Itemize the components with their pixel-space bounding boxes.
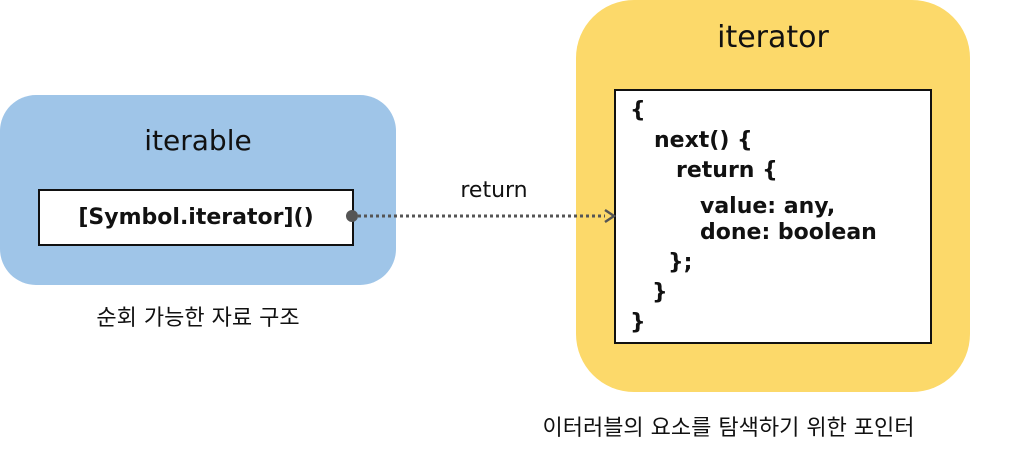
code-line: return { (676, 158, 778, 183)
method-label: [Symbol.iterator]() (78, 205, 314, 230)
return-label: return (460, 178, 528, 203)
code-line: } (630, 310, 646, 335)
code-line: { (630, 98, 646, 123)
iterable-title: iterable (144, 124, 252, 157)
code-line: value: any, (700, 194, 836, 219)
code-line: }; (668, 250, 693, 275)
iterator-title: iterator (717, 20, 829, 55)
code-line: } (652, 280, 668, 305)
arrow-head (604, 208, 617, 224)
iterable-caption: 순회 가능한 자료 구조 (96, 306, 300, 331)
iterator-code-box: { next() { return { value: any, done: bo… (614, 89, 932, 344)
code-line: done: boolean (700, 220, 877, 245)
arrow-start-dot (346, 210, 358, 222)
symbol-iterator-method-box: [Symbol.iterator]() (38, 189, 354, 246)
code-line: next() { (654, 128, 753, 153)
iterator-caption: 이터러블의 요소를 탐색하기 위한 포인터 (542, 416, 915, 441)
